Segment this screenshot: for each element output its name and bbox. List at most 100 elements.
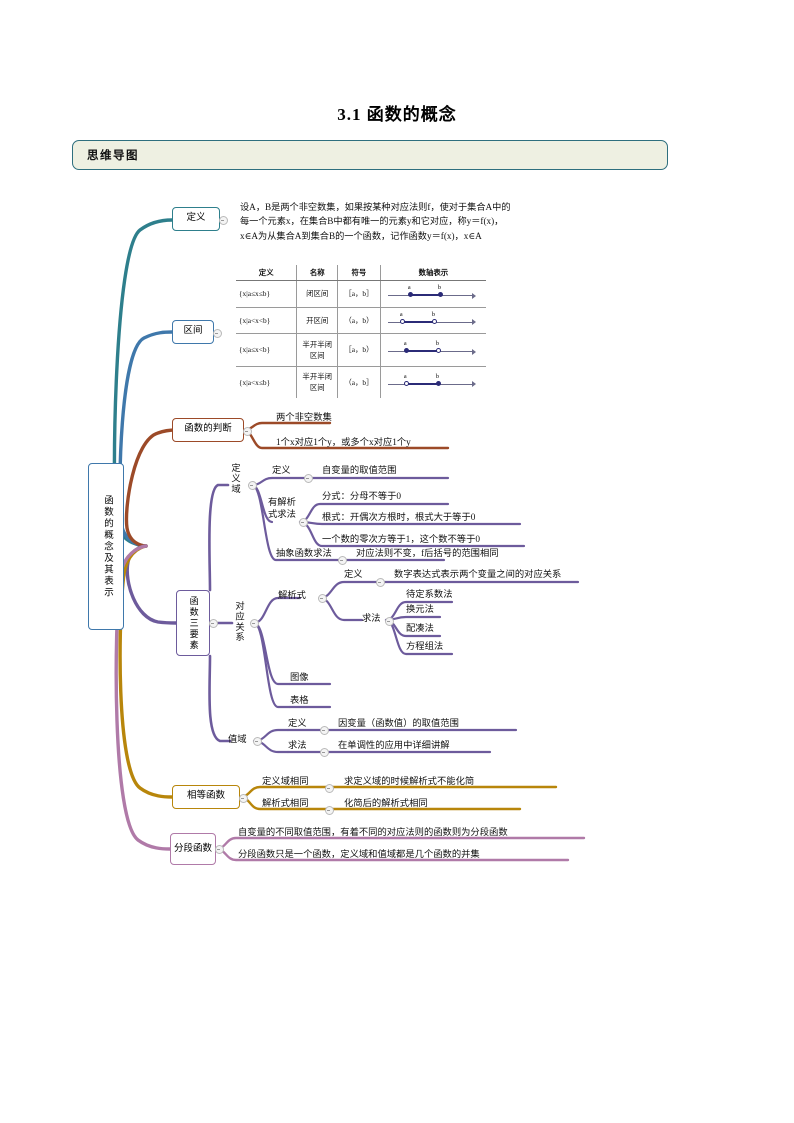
- collapse-knob-equal-2[interactable]: [325, 806, 334, 815]
- collapse-knob-domain-definition[interactable]: [304, 474, 313, 483]
- collapse-knob-domain-abstract[interactable]: [338, 556, 347, 565]
- definition-text-line-2: 每一个元素x，在集合B中都有唯一的元素y和它对应，称y＝f(x)，: [240, 216, 504, 227]
- col-header-symbol: 符号: [337, 265, 381, 281]
- root-label: 函数的概念及其表示: [101, 494, 112, 599]
- axis-label-left: a: [403, 340, 407, 348]
- collapse-knob-range-definition[interactable]: [320, 726, 329, 735]
- cell-symbol: ［a，b）: [337, 333, 381, 367]
- collapse-knob-range[interactable]: [253, 737, 262, 746]
- judgement-item-1: 两个非空数集: [276, 413, 332, 423]
- axis-label-right: b: [431, 310, 436, 318]
- collapse-knob-expression-definition[interactable]: [376, 578, 385, 587]
- expression-method-4: 方程组法: [406, 642, 444, 652]
- equal-functions-value-1: 求定义域的时候解析式不能化简: [344, 777, 475, 787]
- collapse-knob-judgement[interactable]: [243, 427, 252, 436]
- label-expression-methods: 求法: [362, 614, 381, 624]
- node-function-judgement[interactable]: 函数的判断: [172, 418, 244, 442]
- definition-text-line-1: 设A，B是两个非空数集，如果按某种对应法则f，使对于集合A中的: [240, 202, 511, 212]
- label-range-definition: 定义: [288, 719, 307, 729]
- piecewise-item-2: 分段函数只是一个函数，定义域和值域都是几个函数的并集: [238, 850, 480, 860]
- node-piecewise-function-label: 分段函数: [173, 843, 212, 854]
- collapse-knob-piecewise[interactable]: [215, 845, 224, 854]
- collapse-knob-equal-1[interactable]: [325, 784, 334, 793]
- cell-number-line: a b: [380, 280, 486, 308]
- cell-symbol: （a，b）: [337, 307, 381, 334]
- node-three-elements[interactable]: 函数三要素: [176, 590, 210, 656]
- axis-label-right: b: [435, 372, 440, 380]
- collapse-knob-range-methods[interactable]: [320, 748, 329, 757]
- cell-name: 半开半闭区间: [296, 333, 339, 367]
- expression-method-1: 待定系数法: [406, 590, 453, 600]
- node-three-elements-label: 函数三要素: [188, 595, 199, 651]
- cell-definition: {x|a<x<b}: [236, 307, 298, 334]
- node-piecewise-function[interactable]: 分段函数: [170, 833, 216, 865]
- node-function-judgement-label: 函数的判断: [184, 424, 232, 435]
- cell-number-line: a b: [380, 366, 486, 398]
- col-header-axis: 数轴表示: [380, 265, 486, 281]
- equal-functions-value-2: 化简后的解析式相同: [344, 799, 428, 809]
- node-interval[interactable]: 区间: [172, 320, 214, 344]
- node-equal-functions-label: 相等函数: [186, 791, 225, 802]
- domain-method-1: 分式：分母不等于0: [322, 492, 402, 502]
- table-header-row: 定义 名称 符号 数轴表示: [236, 265, 486, 281]
- label-expression: 解析式: [278, 591, 306, 601]
- cell-number-line: a b: [380, 307, 486, 334]
- piecewise-item-1: 自变量的不同取值范围，有着不同的对应法则的函数则为分段函数: [238, 828, 508, 838]
- label-domain: 定义域: [229, 463, 240, 494]
- col-header-definition: 定义: [236, 265, 298, 281]
- table-row: {x|a≤x<b} 半开半闭区间 ［a，b） a b: [236, 333, 486, 367]
- collapse-knob-interval[interactable]: [213, 329, 222, 338]
- mindmap-connectors: [112, 218, 586, 862]
- table-row: {x|a<x≤b} 半开半闭区间 （a，b］ a b: [236, 366, 486, 398]
- collapse-knob-definition[interactable]: [219, 216, 228, 225]
- axis-label-right: b: [437, 284, 442, 292]
- equal-functions-label-2: 解析式相同: [262, 799, 309, 809]
- label-domain-methods: 有解析式求法: [268, 498, 298, 521]
- label-domain-methods-text: 有解析式求法: [268, 498, 296, 520]
- value-range-definition: 因变量（函数值）的取值范围: [338, 719, 459, 729]
- cell-symbol: （a，b］: [337, 366, 381, 398]
- label-range: 值域: [228, 735, 247, 745]
- axis-label-left: a: [399, 310, 403, 318]
- label-domain-definition: 定义: [272, 466, 291, 476]
- node-definition[interactable]: 定义: [172, 207, 220, 231]
- collapse-knob-correspondence[interactable]: [250, 619, 259, 628]
- cell-definition: {x|a<x≤b}: [236, 366, 298, 398]
- expression-method-2: 换元法: [406, 605, 434, 615]
- judgement-item-2: 1个x对应1个y，或多个x对应1个y: [276, 438, 411, 448]
- cell-definition: {x|a≤x<b}: [236, 333, 298, 367]
- axis-label-right: b: [435, 340, 440, 348]
- domain-method-2: 根式：开偶次方根时，根式大于等于0: [322, 513, 476, 523]
- domain-method-3: 一个数的零次方等于1，这个数不等于0: [322, 535, 481, 545]
- cell-name: 开区间: [296, 307, 339, 334]
- collapse-knob-domain-methods[interactable]: [299, 518, 308, 527]
- section-header-box: 思维导图: [72, 140, 668, 170]
- interval-table: 定义 名称 符号 数轴表示 {x|a≤x≤b} 闭区间 ［a，b］: [236, 265, 486, 398]
- collapse-knob-three-elements[interactable]: [209, 619, 218, 628]
- axis-label-left: a: [407, 284, 411, 292]
- table-row: {x|a<x<b} 开区间 （a，b） a b: [236, 307, 486, 334]
- collapse-knob-expression[interactable]: [318, 594, 327, 603]
- cell-symbol: ［a，b］: [337, 280, 381, 308]
- mindmap: 函数的概念及其表示 定义 设A，B是两个非空数集，如果按某种对应法则f，使对于集…: [0, 190, 794, 900]
- node-definition-label: 定义: [186, 213, 206, 224]
- definition-text: 设A，B是两个非空数集，如果按某种对应法则f，使对于集合A中的 每一个元素x，在…: [240, 200, 585, 243]
- collapse-knob-equal-functions[interactable]: [239, 794, 248, 803]
- mindmap-root-node[interactable]: 函数的概念及其表示: [88, 463, 124, 630]
- label-table: 表格: [290, 696, 309, 706]
- value-domain-abstract: 对应法则不变，f后括号的范围相同: [356, 549, 499, 559]
- axis-label-left: a: [403, 372, 407, 380]
- node-equal-functions[interactable]: 相等函数: [172, 785, 240, 809]
- node-interval-label: 区间: [183, 326, 203, 337]
- value-domain-definition: 自变量的取值范围: [322, 466, 397, 476]
- label-range-methods: 求法: [288, 741, 307, 751]
- definition-text-line-3: x∈A为从集合A到集合B的一个函数，记作函数y＝f(x)，x∈A: [240, 230, 482, 241]
- label-graph: 图像: [290, 673, 309, 683]
- collapse-knob-domain[interactable]: [248, 481, 257, 490]
- cell-definition: {x|a≤x≤b}: [236, 280, 298, 308]
- label-domain-abstract: 抽象函数求法: [276, 549, 332, 559]
- collapse-knob-expression-methods[interactable]: [385, 617, 394, 626]
- label-expression-definition: 定义: [344, 570, 363, 580]
- label-correspondence: 对应关系: [233, 601, 244, 643]
